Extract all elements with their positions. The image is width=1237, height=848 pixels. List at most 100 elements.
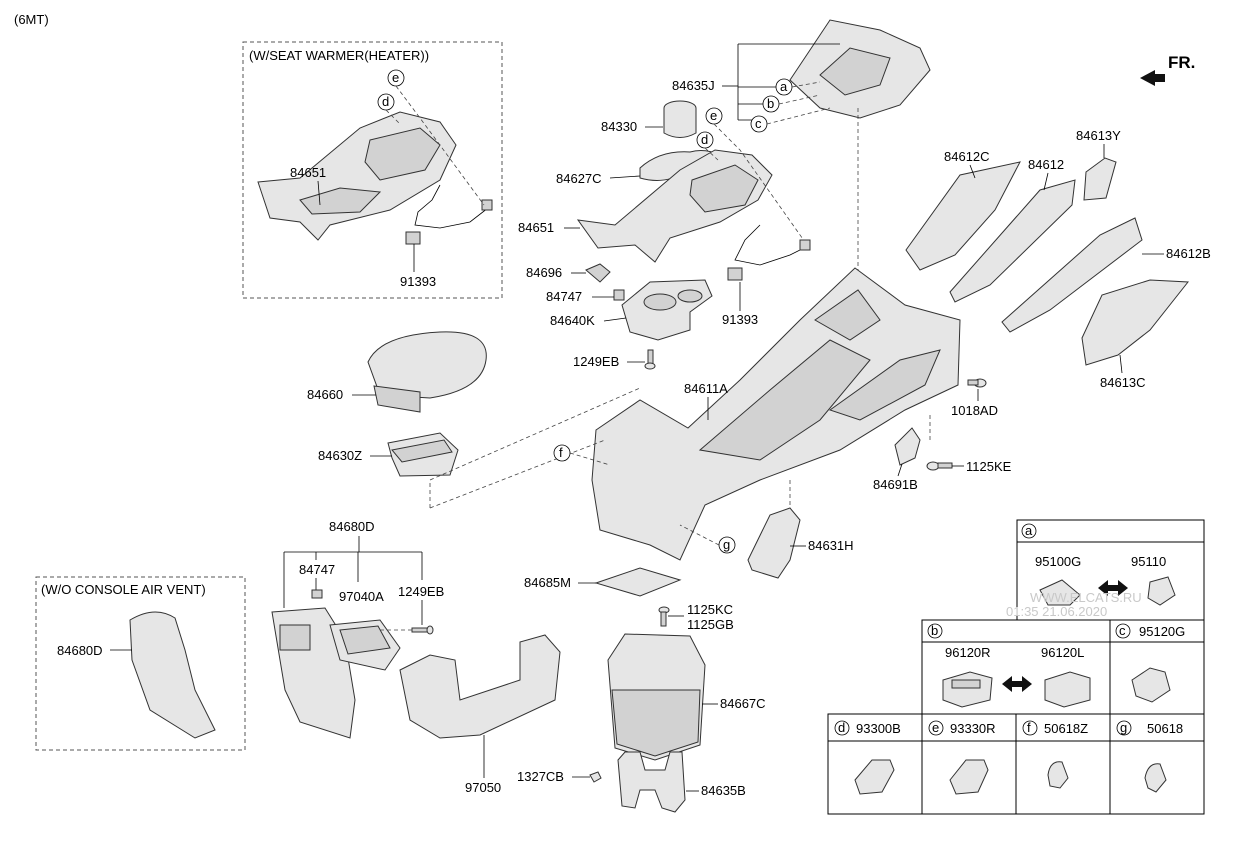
part-84613C: 84613C	[1100, 375, 1146, 390]
part-84612B: 84612B	[1166, 246, 1211, 261]
legend-g-part-img	[1144, 763, 1167, 793]
bolt-1125KE	[926, 461, 953, 471]
part-84613Y: 84613Y	[1076, 128, 1121, 143]
legend-d-part: 93300B	[856, 721, 901, 736]
no-air-vent-box	[35, 576, 246, 751]
lower-panel-84680D-no-vent	[129, 611, 216, 739]
part-1125KE: 1125KE	[966, 459, 1012, 474]
console-panel-84651	[576, 149, 773, 263]
upper-console-bezel-84635J	[789, 19, 931, 119]
legend-b-left-part	[942, 671, 993, 708]
legend-a-left-part	[1039, 579, 1081, 606]
bracket-84631H	[747, 507, 801, 579]
part-84651: 84651	[518, 220, 554, 235]
legend-b-left: 96120R	[945, 645, 991, 660]
fastener-1018AD	[967, 378, 987, 388]
nut-1327CB	[589, 771, 602, 783]
no-air-vent-box-title: (W/O CONSOLE AIR VENT)	[41, 582, 206, 597]
part-84330: 84330	[601, 119, 637, 134]
legend-e-tag-label: e	[932, 720, 939, 735]
part-84631H: 84631H	[808, 538, 854, 553]
legend-d-tag	[834, 720, 850, 736]
legend-b-right: 96120L	[1041, 645, 1084, 660]
legend-a-left: 95100G	[1035, 554, 1081, 569]
part-84651-box: 84651	[290, 165, 326, 180]
legend-c-tag	[1115, 623, 1131, 639]
legend-g-part: 50618	[1147, 721, 1183, 736]
seat-warmer-box-title: (W/SEAT WARMER(HEATER))	[249, 48, 429, 63]
callout-d-box-label: d	[382, 94, 389, 109]
part-84627C: 84627C	[556, 171, 602, 186]
seat-warmer-box	[242, 41, 503, 299]
storage-box-84667C	[607, 633, 706, 761]
part-1018AD: 1018AD	[951, 403, 998, 418]
callout-d-label: d	[701, 132, 708, 147]
pad-84685M	[594, 567, 682, 597]
legend-f-tag	[1022, 720, 1038, 736]
part-84667C: 84667C	[720, 696, 766, 711]
part-1249EB: 1249EB	[573, 354, 619, 369]
clip-84747	[613, 289, 625, 301]
clip-84747-b	[311, 589, 323, 599]
part-84611A: 84611A	[684, 381, 728, 396]
legend-a-right-part	[1147, 576, 1176, 606]
legend-b-right-part	[1044, 671, 1091, 708]
part-84660: 84660	[307, 387, 343, 402]
watermark-timestamp: 01:35 21.06.2020	[1006, 604, 1107, 619]
legend-b-tag	[927, 623, 943, 639]
legend-a-tag-label: a	[1025, 523, 1033, 538]
legend-a-tag	[1021, 523, 1037, 539]
callout-b-label: b	[767, 96, 774, 111]
front-direction-label: FR.	[1168, 53, 1195, 72]
part-84635J: 84635J	[672, 78, 715, 93]
part-91393-box: 91393	[400, 274, 436, 289]
part-84635B: 84635B	[701, 783, 746, 798]
storage-tray-84630Z	[387, 432, 459, 477]
part-1125GB: 1125GB	[687, 617, 734, 632]
part-91393: 91393	[722, 312, 758, 327]
variant-label: (6MT)	[14, 12, 49, 27]
watermark-site: WWW.ELCATS.RU	[1030, 590, 1142, 605]
part-84680D-box: 84680D	[57, 643, 103, 658]
part-84696: 84696	[526, 265, 562, 280]
part-84691B: 84691B	[873, 477, 918, 492]
seat-warmer-console-panel	[257, 111, 457, 241]
callout-a-label: a	[780, 79, 788, 94]
callout-c-label: c	[755, 116, 762, 131]
callout-g-label: g	[723, 537, 730, 552]
callout-e-label: e	[710, 108, 717, 123]
screw-1249EB	[644, 349, 656, 370]
ashtray-cup-84330	[663, 100, 697, 138]
part-84630Z: 84630Z	[318, 448, 362, 463]
part-1125KC: 1125KC	[687, 602, 733, 617]
part-84612: 84612	[1028, 157, 1064, 172]
legend-d-part-img	[854, 759, 895, 795]
part-84680D: 84680D	[329, 519, 375, 534]
legend-c-part-img	[1131, 667, 1171, 703]
legend-a-right: 95110	[1131, 554, 1166, 569]
side-cover-84612C	[905, 161, 1021, 271]
part-84747b: 84747	[299, 562, 335, 577]
part-97050: 97050	[465, 780, 501, 795]
legend-f-part-img	[1047, 761, 1069, 789]
callout-f-label: f	[559, 445, 563, 460]
floor-console-84611A	[591, 267, 961, 561]
trim-cap-84613Y	[1083, 157, 1117, 201]
legend-c-tag-label: c	[1119, 623, 1126, 638]
part-97040A: 97040A	[339, 589, 384, 604]
side-trim-84612B	[1001, 217, 1143, 333]
front-direction-arrow: FR.	[1140, 53, 1195, 86]
legend-g-tag	[1116, 720, 1132, 736]
legend-d-tag-label: d	[838, 720, 845, 735]
legend-e-tag	[928, 720, 944, 736]
legend-f-tag-label: f	[1027, 720, 1031, 735]
legend-c-part: 95120G	[1139, 624, 1185, 639]
legend-e-part: 93330R	[950, 721, 996, 736]
legend-f-part: 50618Z	[1044, 721, 1088, 736]
legend-e-part-img	[949, 759, 989, 795]
air-duct-97050	[399, 634, 561, 739]
part-84685M: 84685M	[524, 575, 571, 590]
bracket-84696	[585, 263, 611, 283]
bracket-84635B	[617, 751, 686, 813]
